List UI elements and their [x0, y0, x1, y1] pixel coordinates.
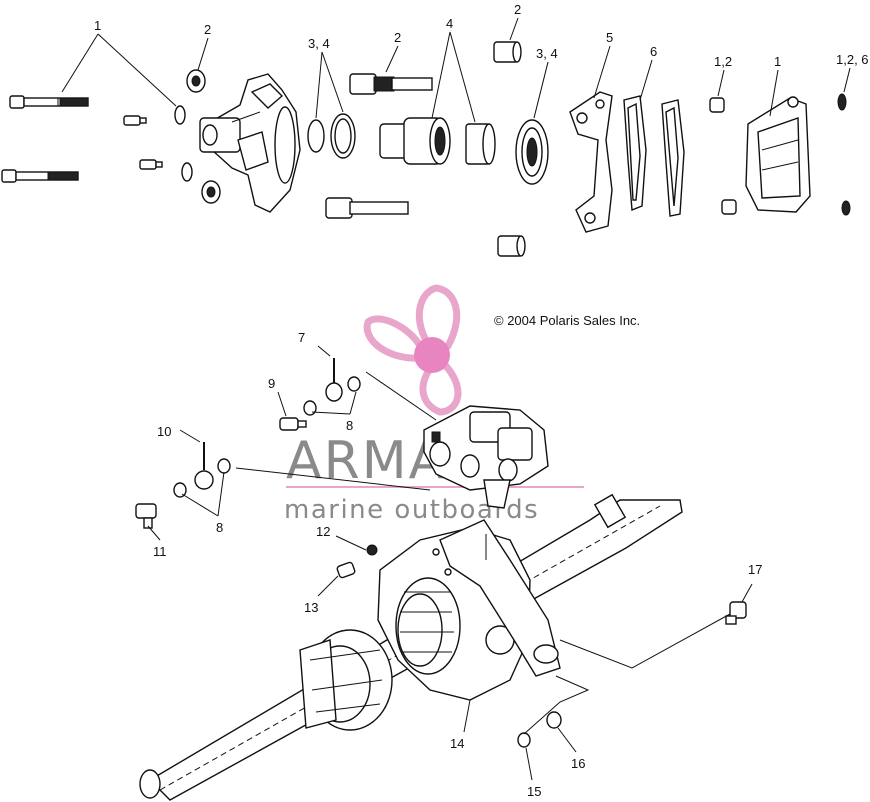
callout-11: 11	[153, 544, 167, 559]
caliper-housing-right	[745, 96, 811, 213]
bushing-small-upper	[709, 97, 725, 113]
piston-small	[465, 123, 496, 165]
bleeder-screw-lower	[139, 159, 163, 170]
o-ring-lower	[181, 162, 193, 182]
propeller-logo	[363, 284, 462, 416]
washer-8a-1	[303, 400, 317, 416]
bolt-17	[725, 601, 747, 625]
callout-8-upper: 8	[346, 418, 353, 433]
bolt-11	[135, 503, 157, 529]
washer-8b-2	[217, 458, 231, 474]
nut-15	[517, 732, 531, 748]
guide-pin-upper	[349, 73, 433, 95]
callout-7: 7	[298, 330, 305, 345]
callout-5-bracket: 5	[606, 30, 613, 45]
callout-3-4-seals: 3, 4	[308, 36, 330, 51]
bushing-small-lower	[721, 199, 737, 215]
bleeder-9	[279, 417, 307, 431]
bushing-top	[493, 41, 522, 63]
callout-1-caliper-right: 1	[774, 54, 781, 69]
clip-upper	[837, 93, 847, 111]
callout-1-2-bushings: 1,2	[714, 54, 732, 69]
callout-2-pin: 2	[394, 30, 401, 45]
piston-large	[379, 117, 451, 165]
caliper-assembly	[423, 405, 549, 509]
callout-10: 10	[157, 424, 171, 439]
propeller-blade-top	[415, 284, 461, 354]
caliper-mount-plate	[439, 519, 561, 677]
bushing-bottom	[497, 235, 526, 257]
propeller-blade-left	[363, 315, 424, 362]
washer-8a-2	[347, 376, 361, 392]
callout-3-4-seal-right: 3, 4	[536, 46, 558, 61]
callout-12: 12	[316, 524, 330, 539]
callout-6-pads: 6	[650, 44, 657, 59]
bolt-lower-left	[1, 169, 79, 183]
callout-13: 13	[304, 600, 318, 615]
callout-9: 9	[268, 376, 275, 391]
brake-pad-front	[623, 95, 647, 212]
axle-assembly	[135, 345, 753, 801]
sprocket-hub	[395, 577, 461, 675]
callout-1-2-6-clips: 1,2, 6	[836, 52, 869, 67]
banjo-bolt-7	[325, 358, 343, 402]
callout-2-bushing: 2	[514, 2, 521, 17]
copyright-notice: © 2004 Polaris Sales Inc.	[494, 313, 640, 328]
callout-15: 15	[527, 784, 541, 799]
seal-large	[330, 113, 356, 159]
mounting-bracket	[569, 91, 613, 233]
nut-12	[366, 544, 378, 556]
bolt-13	[336, 561, 356, 579]
banjo-fitting-10	[194, 442, 214, 490]
washer-16	[546, 711, 562, 729]
washer-bottom	[201, 180, 221, 204]
callout-8-lower: 8	[216, 520, 223, 535]
callout-16: 16	[571, 756, 585, 771]
bolt-upper-left	[9, 95, 89, 109]
seal-small	[307, 119, 325, 153]
callout-17: 17	[748, 562, 762, 577]
bleeder-screw-upper	[123, 115, 147, 126]
caliper-housing-left	[199, 73, 301, 213]
callout-2-washer: 2	[204, 22, 211, 37]
clip-lower	[841, 200, 851, 216]
caliper-exploded-view	[1, 17, 851, 257]
callout-14: 14	[450, 736, 464, 751]
callout-1-upper-left: 1	[94, 18, 101, 33]
propeller-blade-right	[419, 362, 462, 416]
washer-top	[186, 69, 206, 93]
bearing-housing	[299, 629, 393, 731]
callout-labels: 1 2 3, 4 2 4 2 3, 4 5 6 1,2 1 1,2, 6 7 9…	[94, 2, 869, 799]
guide-pin-lower	[325, 197, 409, 219]
brake-pad-rear	[661, 99, 685, 217]
o-ring-upper	[174, 105, 186, 125]
propeller-hub	[414, 337, 450, 373]
callout-4-pistons: 4	[446, 16, 453, 31]
washer-8b-1	[173, 482, 187, 498]
seal-right	[515, 119, 549, 185]
